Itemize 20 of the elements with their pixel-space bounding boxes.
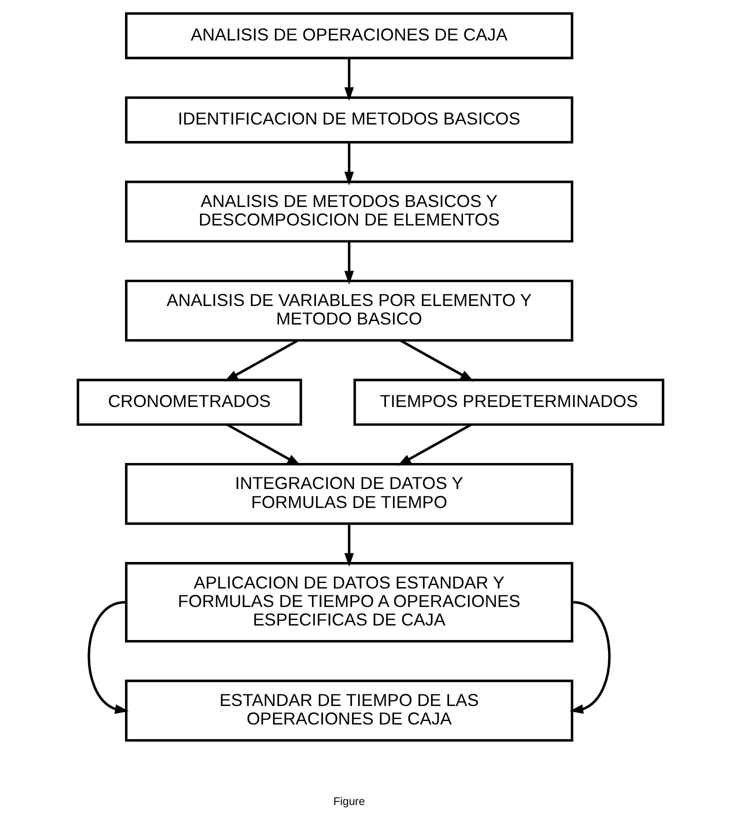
node-box: ESTANDAR DE TIEMPO DE LAS OPERACIONES DE CAJA: [125, 680, 574, 742]
node-box: IDENTIFICACION DE METODOS BASICOS: [125, 96, 574, 144]
arrow: [88, 601, 129, 714]
arrow: [570, 601, 610, 714]
node-box: CRONOMETRADOS: [76, 378, 302, 426]
arrow: [397, 424, 472, 466]
arrow: [344, 524, 354, 567]
arrow: [344, 142, 354, 186]
label: Figure: [333, 796, 365, 808]
node-box: TIEMPOS PREDETERMINADOS: [353, 378, 664, 426]
node-box: INTEGRACION DE DATOS Y FORMULAS DE TIEMPO: [125, 462, 574, 525]
arrow: [344, 58, 354, 101]
node-box: ANALISIS DE OPERACIONES DE CAJA: [125, 12, 574, 60]
arrow: [400, 340, 474, 382]
node-box: APLICACION DE DATOS ESTANDAR Y FORMULAS DE TIEMPO A OPERACIONES ESPECIFICAS DE CAJA: [125, 562, 574, 643]
node-box: ANALISIS DE METODOS BASICOS Y DESCOMPOSICION DE ELEMENTOS: [125, 180, 574, 243]
arrow: [224, 340, 298, 382]
node-box: ANALISIS DE VARIABLES POR ELEMENTO Y METODO BASICO: [125, 280, 574, 342]
arrow: [344, 242, 354, 285]
arrow: [226, 424, 301, 466]
